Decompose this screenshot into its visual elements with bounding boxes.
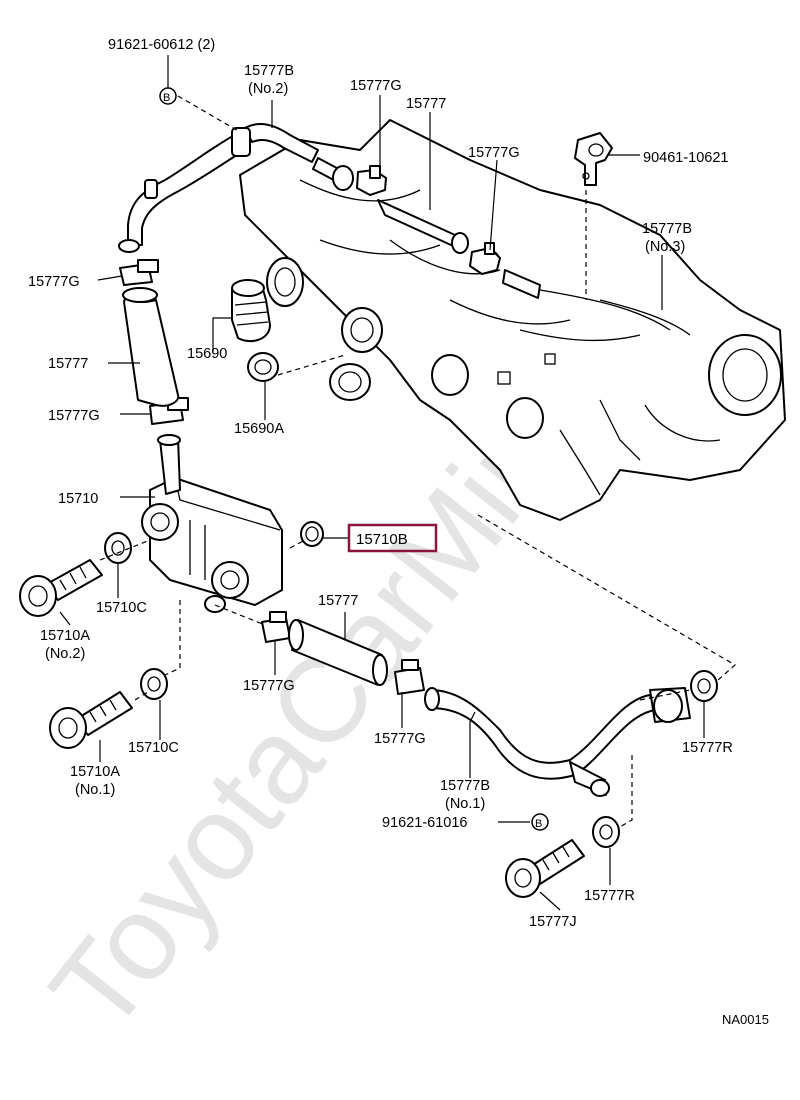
gasket-15690a	[247, 352, 279, 382]
label-15777b-no3[interactable]: 15777B	[642, 221, 692, 237]
engine-block	[239, 119, 786, 521]
highlight-box-15710b	[347, 523, 438, 553]
alignment-lines	[99, 95, 737, 829]
label-15777g-left[interactable]: 15777G	[28, 274, 80, 290]
label-15710a-no2-sub: (No.2)	[45, 646, 85, 662]
figure-code: NA0015	[722, 1012, 769, 1027]
svg-text:B: B	[535, 818, 542, 830]
label-15690a[interactable]: 15690A	[234, 421, 284, 437]
label-91621-61016[interactable]: 91621-61016	[382, 815, 467, 831]
union-bolt-15710a-no2	[19, 559, 103, 617]
union-bolt-15777j	[505, 839, 585, 898]
label-15777j[interactable]: 15777J	[529, 914, 577, 930]
label-15710[interactable]: 15710	[58, 491, 98, 507]
label-91621-60612[interactable]: 91621-60612 (2)	[108, 37, 215, 53]
label-15710c-2[interactable]: 15710C	[128, 740, 179, 756]
label-15777-top[interactable]: 15777	[406, 96, 446, 112]
label-15777g-low2[interactable]: 15777G	[374, 731, 426, 747]
svg-text:B: B	[163, 92, 170, 104]
union-bolt-15710a-no1	[49, 691, 133, 749]
label-15777b-no1[interactable]: 15777B	[440, 778, 490, 794]
clamp-bracket-90461	[574, 132, 613, 186]
washer-15710c-2	[140, 668, 168, 700]
label-15777g-low[interactable]: 15777G	[243, 678, 295, 694]
hose-15777-mid	[288, 619, 388, 686]
label-15777b-no1-sub: (No.1)	[445, 796, 485, 812]
pipe-15777b-no2	[118, 123, 319, 253]
label-90461-10621[interactable]: 90461-10621	[643, 150, 728, 166]
washer-15777r-2	[592, 816, 620, 848]
washer-15710c-1	[104, 532, 132, 564]
o-ring-15710b	[300, 521, 324, 547]
label-15710a-no1[interactable]: 15710A	[70, 764, 120, 780]
label-15710a-no2[interactable]: 15710A	[40, 628, 90, 644]
plug-15690	[231, 279, 271, 343]
boss-fitting	[329, 363, 371, 401]
callout-marker-b-bottom: B	[531, 813, 549, 831]
hose-clamps	[119, 165, 501, 695]
label-15777b-no3-sub: (No.3)	[645, 239, 685, 255]
label-15710b[interactable]: 15710B	[356, 531, 408, 548]
hose-15777-left	[122, 287, 180, 407]
label-15777b-no2-sub: (No.2)	[248, 81, 288, 97]
label-15777-mid[interactable]: 15777	[318, 593, 358, 609]
label-15777g-mid[interactable]: 15777G	[48, 408, 100, 424]
part-labels: 91621-60612 (2) 15777B (No.2) 15777G 157…	[28, 37, 769, 1027]
callout-marker-b-top: B	[159, 87, 177, 105]
label-15777r-1[interactable]: 15777R	[682, 740, 733, 756]
oil-cooler-15710	[141, 434, 283, 613]
label-15777-left[interactable]: 15777	[48, 356, 88, 372]
label-15777r-2[interactable]: 15777R	[584, 888, 635, 904]
leader-lines	[59, 55, 705, 911]
label-15777g-right[interactable]: 15777G	[468, 145, 520, 161]
label-15710c-1[interactable]: 15710C	[96, 600, 147, 616]
label-15710a-no1-sub: (No.1)	[75, 782, 115, 798]
label-15777g-top[interactable]: 15777G	[350, 78, 402, 94]
label-15690[interactable]: 15690	[187, 346, 227, 362]
pipe-15777b-no1	[424, 687, 691, 797]
washer-15777r-1	[690, 670, 718, 702]
label-15777b-no2[interactable]: 15777B	[244, 63, 294, 79]
